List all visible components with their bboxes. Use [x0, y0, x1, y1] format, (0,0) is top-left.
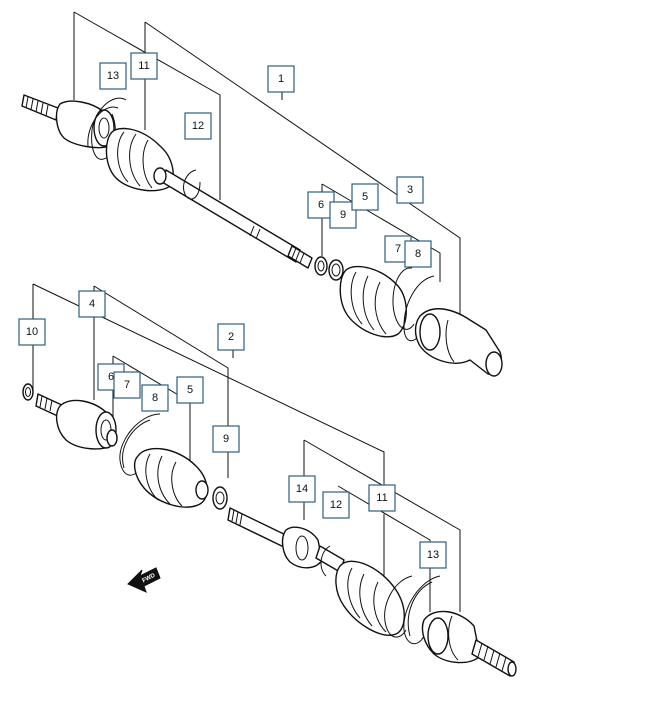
callout-3: 3 [396, 176, 424, 204]
upper-clamp-12 [183, 169, 201, 200]
callout-box [212, 425, 240, 453]
callout-number: 8 [152, 392, 158, 404]
callout-12: 12 [184, 112, 212, 140]
upper-inner-boot [339, 265, 407, 338]
callout-2: 2 [217, 323, 245, 351]
callout-number: 5 [187, 384, 193, 396]
callout-7: 7 [113, 371, 141, 399]
callout-5: 5 [351, 183, 379, 211]
callout-number: 12 [192, 120, 204, 132]
callout-box [322, 491, 350, 519]
lower-ring-6 [106, 429, 118, 447]
callout-11: 11 [130, 52, 158, 80]
callout-9: 9 [212, 425, 240, 453]
upper-clamp-7 [392, 267, 415, 330]
callout-box [217, 323, 245, 351]
callout-13: 13 [419, 541, 447, 569]
callout-number: 4 [89, 298, 95, 310]
callout-8: 8 [404, 240, 432, 268]
callout-12: 12 [322, 491, 350, 519]
callout-11: 11 [368, 484, 396, 512]
callout-number: 7 [124, 379, 130, 391]
callout-box [184, 112, 212, 140]
bracket-1 [73, 11, 221, 200]
lower-drive-shaft [22, 283, 517, 677]
callout-number: 9 [223, 433, 229, 445]
upper-shaft [161, 169, 301, 263]
callout-5: 5 [176, 376, 204, 404]
lower-damper-14 [281, 526, 323, 569]
callout-box [396, 176, 424, 204]
callout-number: 6 [318, 199, 324, 211]
lower-clamp-11 [384, 575, 413, 638]
callout-number: 9 [340, 209, 346, 221]
callout-13: 13 [99, 62, 127, 90]
upper-clamp-8 [403, 275, 435, 342]
upper-ring-6 [314, 256, 328, 276]
callout-8: 8 [141, 384, 169, 412]
lower-inner-boot [133, 447, 208, 508]
callout-box [141, 384, 169, 412]
callout-box [288, 475, 316, 503]
callout-box [351, 183, 379, 211]
callout-box [419, 541, 447, 569]
lower-ring-9 [212, 486, 228, 510]
callout-number: 13 [427, 549, 439, 561]
callout-box [404, 240, 432, 268]
callout-number: 6 [108, 371, 114, 383]
callout-box [78, 290, 106, 318]
callout-number: 10 [26, 326, 38, 338]
callout-box [99, 62, 127, 90]
callout-number: 11 [376, 492, 387, 504]
callout-number: 3 [407, 184, 413, 196]
upper-ring-9 [328, 259, 344, 281]
fwd-arrow: FWD [127, 567, 161, 593]
lower-clamp-13 [403, 575, 441, 645]
callout-number: 7 [395, 243, 401, 255]
callout-number: 14 [296, 483, 308, 495]
callout-box [113, 371, 141, 399]
callout-number: 8 [415, 248, 421, 260]
callout-number: 13 [107, 70, 119, 82]
callout-box [176, 376, 204, 404]
callout-box [368, 484, 396, 512]
callout-number: 12 [330, 499, 342, 511]
callout-number: 11 [138, 60, 149, 72]
lower-clamp-8 [119, 413, 161, 476]
callout-14: 14 [288, 475, 316, 503]
callout-number: 1 [278, 73, 284, 85]
lower-outer-boot [335, 560, 405, 636]
callout-box [267, 65, 295, 93]
bracket-3 [144, 21, 461, 318]
upper-drive-shaft [21, 11, 503, 377]
callout-4: 4 [78, 290, 106, 318]
callout-1: 1 [267, 65, 295, 93]
callout-number: 2 [228, 331, 234, 343]
callout-number: 5 [362, 191, 368, 203]
callout-box [130, 52, 158, 80]
lower-clamp-12 [320, 545, 331, 577]
lower-ring-10 [22, 383, 34, 401]
callout-10: 10 [18, 318, 46, 346]
callout-box [18, 318, 46, 346]
